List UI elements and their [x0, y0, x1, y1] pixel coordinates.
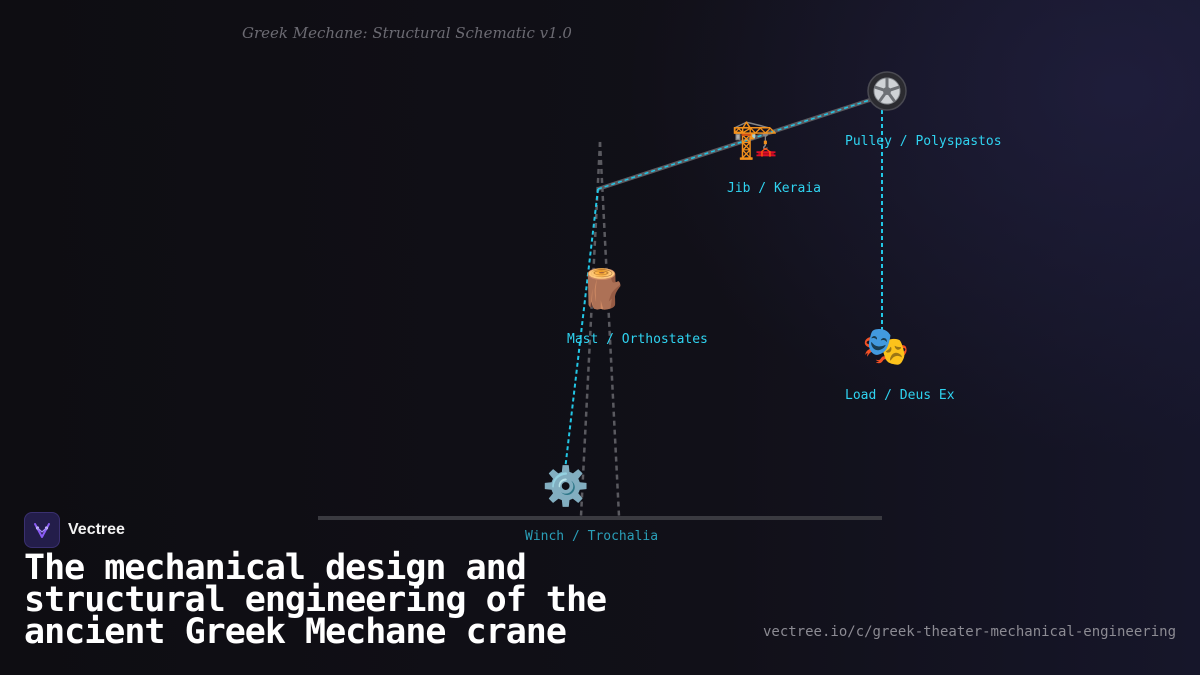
- gear-icon: ⚙️: [542, 464, 590, 508]
- headline-line: The mechanical design and: [24, 548, 527, 588]
- source-url: vectree.io/c/greek-theater-mechanical-en…: [762, 624, 1176, 640]
- jib-rope: [597, 94, 886, 190]
- theater-masks-icon: 🎭: [862, 324, 910, 368]
- headline: The mechanical design and structural eng…: [24, 548, 744, 652]
- winch-rope: [564, 188, 599, 471]
- jib-label: Jib / Keraia: [727, 181, 821, 196]
- crane-icon: 🏗️: [731, 117, 779, 161]
- pulley-wheel-icon: [867, 71, 907, 111]
- pulley-label: Pulley / Polyspastos: [845, 134, 1002, 149]
- mast-leg-right: [598, 141, 621, 517]
- mast-label: Mast / Orthostates: [567, 332, 708, 347]
- headline-line: ancient Greek Mechane crane: [24, 612, 567, 652]
- winch-label: Winch / Trochalia: [525, 529, 659, 544]
- log-icon: 🪵: [579, 267, 627, 311]
- brand: Vectree: [24, 512, 125, 548]
- vectree-logo-icon: [24, 512, 60, 548]
- brand-name: Vectree: [68, 521, 125, 538]
- headline-line: structural engineering of the: [24, 580, 607, 620]
- load-label: Load / Deus Ex: [845, 388, 955, 403]
- diagram-title: Greek Mechane: Structural Schematic v1.0: [242, 24, 572, 42]
